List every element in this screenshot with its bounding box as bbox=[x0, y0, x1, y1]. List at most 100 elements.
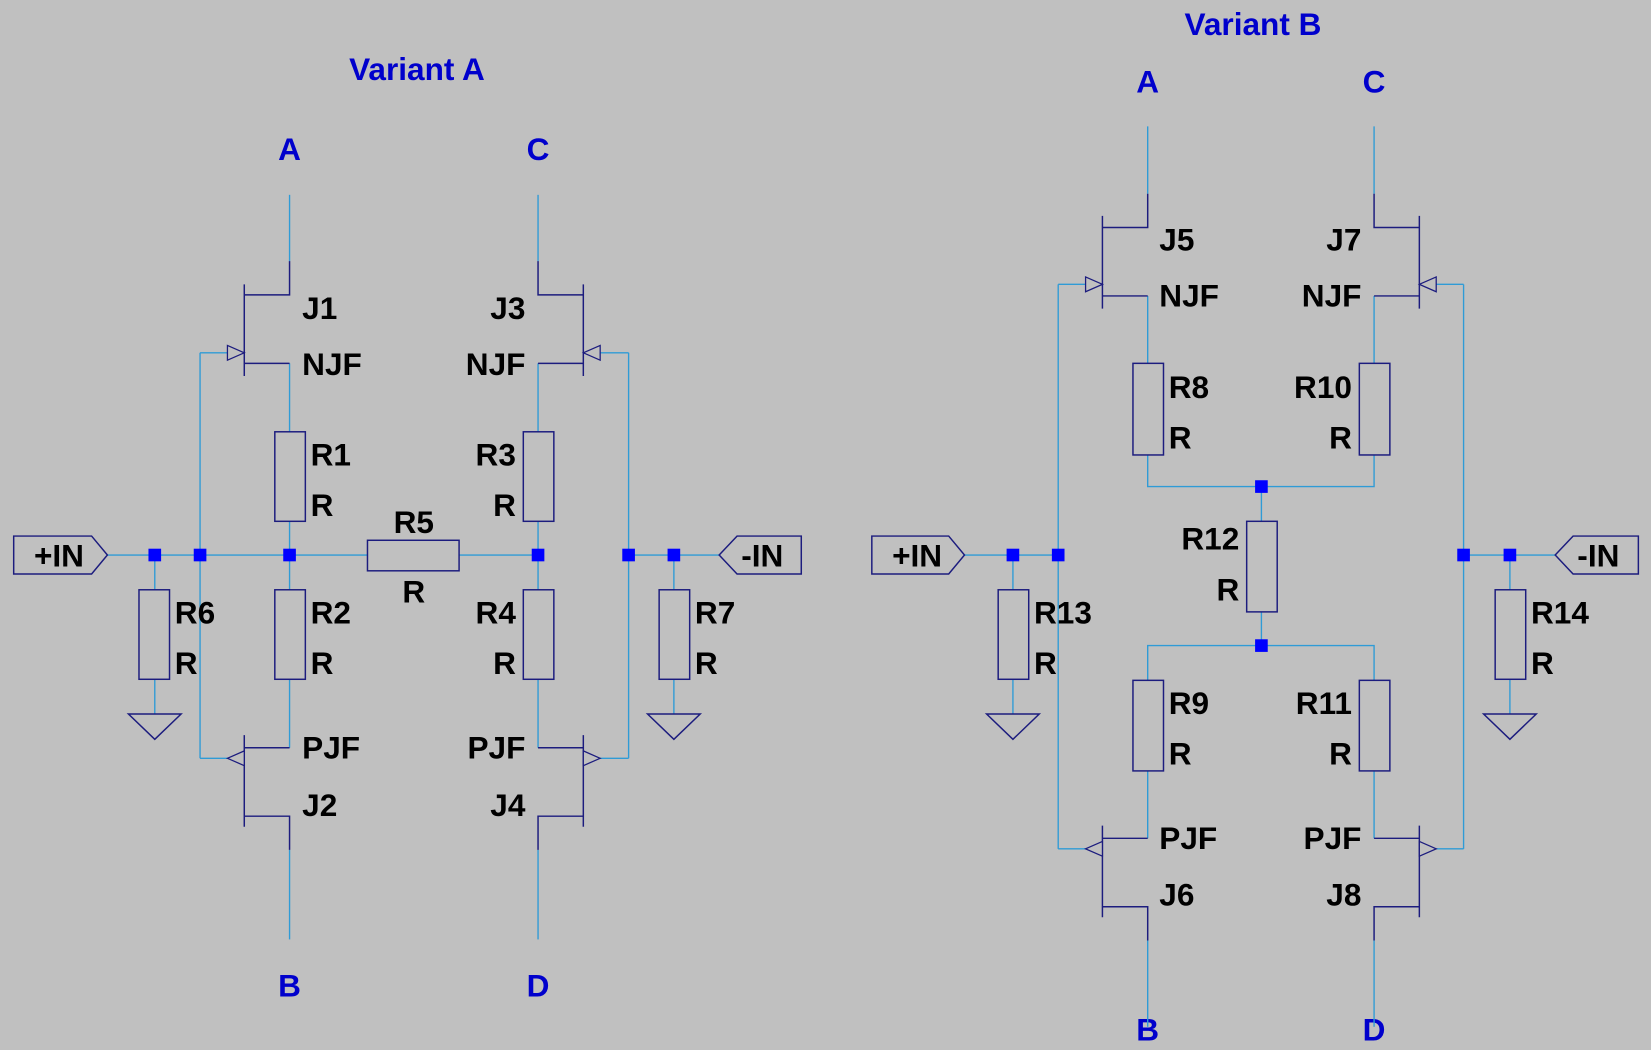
ref-label: J3 bbox=[490, 290, 525, 326]
junction bbox=[622, 548, 635, 562]
junction bbox=[1255, 639, 1268, 652]
net-label-a: A bbox=[278, 131, 301, 167]
variant-a-junctions bbox=[148, 548, 681, 562]
net-label-d: D bbox=[1363, 1012, 1386, 1048]
resistor-r10: R10 R bbox=[1294, 362, 1391, 456]
ref-label: R3 bbox=[476, 436, 516, 472]
port-label: +IN bbox=[892, 538, 942, 574]
junction bbox=[531, 548, 545, 562]
value-label: R bbox=[695, 645, 718, 681]
net-label-c: C bbox=[527, 131, 550, 167]
pjfet-j4: PJF J4 bbox=[467, 729, 602, 850]
value-label: NJF bbox=[1159, 277, 1219, 313]
junction bbox=[1503, 548, 1517, 562]
ref-label: R14 bbox=[1531, 594, 1589, 630]
junction bbox=[1006, 548, 1020, 562]
value-label: NJF bbox=[466, 346, 526, 382]
njfet-j1: J1 NJF bbox=[226, 261, 362, 382]
ref-label: R1 bbox=[311, 436, 351, 472]
plus-in-port-b: +IN bbox=[871, 535, 966, 575]
value-label: R bbox=[1169, 736, 1192, 772]
value-label: R bbox=[1531, 645, 1554, 681]
ref-label: J7 bbox=[1326, 222, 1361, 258]
resistor-r8: R8 R bbox=[1132, 362, 1209, 456]
pjfet-j8: PJF J8 bbox=[1304, 820, 1438, 941]
value-label: R bbox=[1034, 645, 1057, 681]
resistor-r9: R9 R bbox=[1132, 679, 1209, 772]
junction bbox=[193, 548, 207, 562]
value-label: NJF bbox=[1302, 277, 1362, 313]
ref-label: J1 bbox=[302, 290, 337, 326]
ref-label: J4 bbox=[490, 787, 526, 823]
njfet-j3: J3 NJF bbox=[466, 261, 601, 382]
value-label: PJF bbox=[302, 729, 360, 765]
ref-label: J5 bbox=[1159, 222, 1194, 258]
port-label: +IN bbox=[34, 538, 84, 574]
resistor-r7: R7 R bbox=[658, 589, 735, 681]
resistor-r3: R3 R bbox=[476, 431, 555, 523]
ref-label: R6 bbox=[175, 594, 215, 630]
value-label: NJF bbox=[302, 346, 362, 382]
plus-in-port-a: +IN bbox=[12, 535, 109, 575]
variant-b-title: Variant B bbox=[1185, 6, 1322, 42]
value-label: R bbox=[1329, 736, 1352, 772]
value-label: R bbox=[175, 645, 198, 681]
ref-label: J8 bbox=[1326, 877, 1361, 913]
resistor-r12: R12 R bbox=[1181, 520, 1278, 613]
njfet-j5: J5 NJF bbox=[1084, 193, 1219, 313]
ref-label: R8 bbox=[1169, 369, 1209, 405]
value-label: PJF bbox=[1159, 820, 1217, 856]
variant-a: Variant A A C B D bbox=[12, 51, 803, 1003]
value-label: PJF bbox=[1304, 820, 1362, 856]
pjfet-j2: PJF J2 bbox=[225, 729, 360, 850]
ref-label: R13 bbox=[1034, 594, 1092, 630]
njfet-j7: J7 NJF bbox=[1302, 193, 1437, 313]
value-label: R bbox=[1329, 420, 1352, 456]
ref-label: R9 bbox=[1169, 685, 1209, 721]
ref-label: R7 bbox=[695, 594, 735, 630]
net-label-c: C bbox=[1363, 64, 1386, 100]
variant-b: Variant B A C B D bbox=[871, 6, 1640, 1048]
value-label: R bbox=[311, 487, 334, 523]
variant-a-title: Variant A bbox=[349, 51, 485, 87]
value-label: R bbox=[311, 645, 334, 681]
value-label: R bbox=[493, 487, 516, 523]
net-label-b: B bbox=[1136, 1012, 1159, 1048]
value-label: PJF bbox=[467, 729, 525, 765]
resistor-r2: R2 R bbox=[274, 589, 351, 681]
ground-icon bbox=[645, 713, 703, 741]
resistor-r1: R1 R bbox=[274, 431, 351, 523]
ref-label: R2 bbox=[311, 594, 351, 630]
junction bbox=[1051, 548, 1065, 562]
pjfet-j6: PJF J6 bbox=[1083, 820, 1217, 941]
ref-label: R10 bbox=[1294, 369, 1352, 405]
resistor-r5: R5 R bbox=[366, 504, 460, 609]
variant-a-wires bbox=[105, 194, 720, 940]
junction bbox=[1255, 480, 1268, 493]
ref-label: J6 bbox=[1159, 877, 1194, 913]
value-label: R bbox=[493, 645, 516, 681]
ground-icon bbox=[984, 713, 1042, 741]
port-label: -IN bbox=[1577, 538, 1619, 574]
value-label: R bbox=[402, 573, 425, 609]
ref-label: R4 bbox=[476, 594, 517, 630]
value-label: R bbox=[1169, 420, 1192, 456]
ref-label: R11 bbox=[1296, 685, 1352, 721]
ground-icon bbox=[126, 713, 183, 741]
ground-icon bbox=[1481, 713, 1539, 741]
resistor-r4: R4 R bbox=[476, 589, 555, 681]
junction bbox=[148, 548, 162, 562]
ref-label: J2 bbox=[302, 787, 337, 823]
resistor-r13: R13 R bbox=[997, 589, 1092, 681]
minus-in-port-b: -IN bbox=[1554, 535, 1640, 575]
junction bbox=[1457, 548, 1470, 562]
minus-in-port-a: -IN bbox=[718, 535, 803, 575]
resistor-r6: R6 R bbox=[138, 589, 215, 681]
port-label: -IN bbox=[741, 538, 783, 574]
resistor-r11: R11 R bbox=[1296, 679, 1391, 772]
variant-b-wires bbox=[964, 126, 1556, 1027]
net-label-d: D bbox=[527, 967, 550, 1003]
net-label-b: B bbox=[278, 967, 301, 1003]
ref-label: R12 bbox=[1181, 521, 1239, 557]
